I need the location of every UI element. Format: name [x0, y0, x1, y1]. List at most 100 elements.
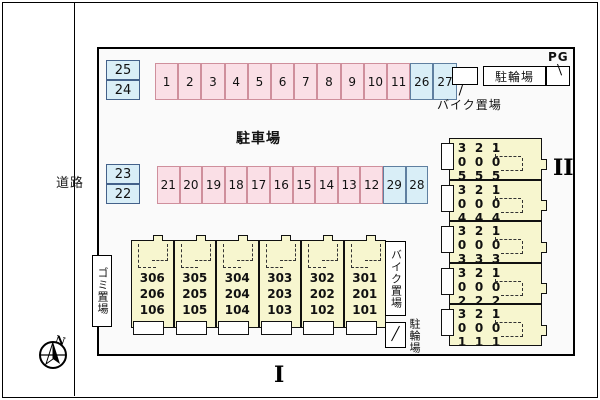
parking-stall-2[interactable]: 2: [178, 63, 202, 100]
parking-stall-24[interactable]: 24: [106, 80, 140, 100]
building-ii-numeral: II: [553, 155, 574, 181]
unit-number: 205: [182, 287, 208, 302]
parking-stall-6[interactable]: 6: [271, 63, 295, 100]
motorbike-parking-mid-box[interactable]: バイク置場: [385, 241, 406, 316]
unit-number: 204: [472, 182, 486, 225]
building-i-partition-303: [265, 244, 284, 268]
parking-stall-14[interactable]: 14: [315, 166, 338, 204]
garbage-area-box[interactable]: ゴミ置場: [92, 255, 112, 327]
unit-number: 206: [139, 287, 165, 302]
unit-number: 103: [267, 303, 293, 318]
unit-number: 102: [489, 265, 503, 308]
parking-stall-22[interactable]: 22: [106, 184, 140, 204]
building-i-notch-306: [153, 235, 164, 241]
parking-area-label: 駐車場: [236, 131, 281, 147]
building-i-entrance-305[interactable]: [175, 321, 207, 335]
building-ii-notch-301: [541, 324, 547, 336]
unit-number: 104: [224, 303, 250, 318]
unit-number: 305: [182, 271, 208, 285]
parking-stall-11[interactable]: 11: [387, 63, 411, 100]
parking-stall-19[interactable]: 19: [202, 166, 225, 204]
bicycle-parking-mid-label: 駐輪場: [408, 318, 421, 354]
building-i-partition2-305: [194, 244, 211, 261]
parking-stall-26[interactable]: 26: [410, 63, 434, 100]
building-i-partition2-306: [152, 244, 169, 261]
parking-stall-29[interactable]: 29: [383, 166, 406, 204]
building-i-partition-304: [223, 244, 241, 268]
parking-stall-15[interactable]: 15: [292, 166, 316, 204]
parking-stall-23[interactable]: 23: [106, 164, 140, 184]
parking-stall-7[interactable]: 7: [294, 63, 318, 100]
unit-number: 301: [352, 271, 378, 285]
parking-stall-16[interactable]: 16: [270, 166, 293, 204]
parking-stall-12[interactable]: 12: [360, 166, 383, 204]
parking-stall-20[interactable]: 20: [179, 166, 203, 204]
compass-north-icon: N: [33, 331, 77, 375]
parking-stall-10[interactable]: 10: [363, 63, 387, 100]
road-divider-line: [74, 3, 75, 396]
motorbike-parking-top-box[interactable]: [452, 67, 478, 85]
building-i-unit-302[interactable]: [301, 240, 344, 328]
unit-number: 306: [139, 271, 165, 285]
unit-number: 101: [489, 307, 503, 349]
parking-stall-1[interactable]: 1: [155, 63, 179, 100]
building-i-entrance-302[interactable]: [303, 321, 334, 335]
unit-number: 104: [489, 182, 503, 225]
building-i-entrance-304[interactable]: [218, 321, 249, 335]
unit-number: 304: [224, 271, 250, 285]
parking-stall-4[interactable]: 4: [224, 63, 248, 100]
building-ii-partition-301: [495, 309, 521, 323]
building-i-notch-305: [195, 235, 206, 241]
motorbike-parking-top-label: バイク置場: [437, 98, 502, 112]
parking-stall-8[interactable]: 8: [317, 63, 341, 100]
building-ii-entrance-305[interactable]: [441, 143, 454, 170]
unit-number: 105: [182, 303, 208, 318]
parking-stall-3[interactable]: 3: [201, 63, 225, 100]
building-ii-notch-302: [541, 283, 547, 295]
building-i-entrance-306[interactable]: [133, 321, 164, 335]
building-i-entrance-301[interactable]: [345, 321, 377, 335]
parking-stall-28[interactable]: 28: [405, 166, 429, 204]
building-ii-entrance-304[interactable]: [441, 184, 454, 212]
parking-stall-13[interactable]: 13: [337, 166, 361, 204]
building-i-partition-306: [138, 244, 156, 268]
bicycle-parking-top-box[interactable]: 駐輪場: [483, 66, 546, 86]
unit-number: 204: [224, 287, 250, 302]
unit-number: 202: [472, 265, 486, 308]
parking-stall-17[interactable]: 17: [247, 166, 270, 204]
building-i-numeral: I: [274, 362, 285, 388]
building-i-notch-301: [365, 235, 376, 241]
building-ii-notch-305: [541, 158, 547, 170]
building-ii-entrance-302[interactable]: [441, 267, 454, 295]
building-i-partition2-302: [322, 244, 339, 261]
building-ii-partition-302: [495, 267, 521, 282]
building-ii-partition2-303: [501, 241, 523, 254]
parking-stall-27[interactable]: 27: [433, 63, 457, 100]
building-ii-entrance-303[interactable]: [441, 226, 454, 253]
parking-stall-21[interactable]: 21: [157, 166, 180, 204]
building-i-entrance-303[interactable]: [260, 321, 292, 335]
unit-number: 302: [455, 265, 469, 308]
building-ii-partition2-302: [501, 282, 523, 296]
building-i-notch-304: [238, 235, 249, 241]
bicycle-parking-mid-box[interactable]: [385, 322, 406, 348]
building-i-partition-305: [180, 244, 199, 268]
parking-stall-25[interactable]: 25: [106, 60, 140, 80]
building-i-partition2-303: [279, 244, 296, 261]
building-ii-partition2-305: [501, 158, 523, 171]
building-i-partition2-301: [364, 244, 381, 261]
parking-stall-18[interactable]: 18: [224, 166, 248, 204]
parking-stall-9[interactable]: 9: [340, 63, 364, 100]
building-ii-entrance-301[interactable]: [441, 309, 454, 336]
parking-stall-5[interactable]: 5: [247, 63, 271, 100]
road-label: 道路: [55, 176, 84, 191]
